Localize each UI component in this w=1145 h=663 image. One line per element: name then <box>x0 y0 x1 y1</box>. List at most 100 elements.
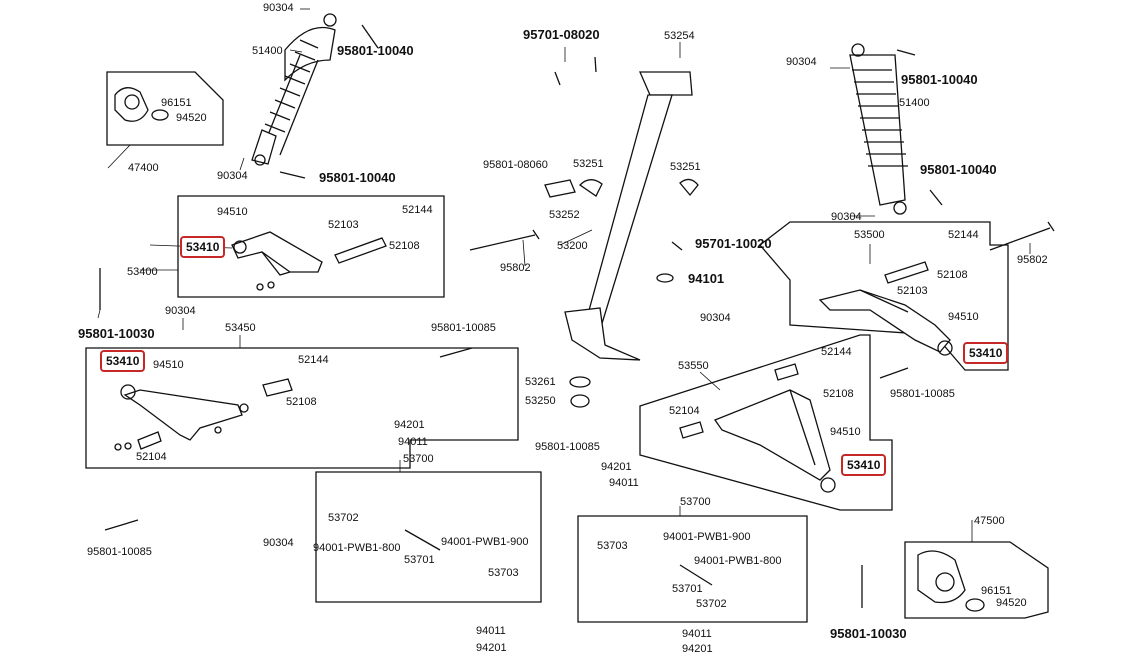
steering-column-53200 <box>564 71 693 361</box>
seal-53261 <box>569 376 591 388</box>
part-label: 51400 <box>899 97 930 109</box>
tie-rod-left <box>404 529 441 551</box>
bracket-53251-b <box>679 178 699 197</box>
part-label: 94101 <box>688 271 725 286</box>
part-label: 53702 <box>328 512 359 524</box>
part-label: 94201 <box>394 419 425 431</box>
part-label: 53254 <box>664 30 695 42</box>
frame-53700-right <box>577 515 808 623</box>
part-label: 94201 <box>476 642 507 654</box>
frame-53450 <box>85 347 519 469</box>
part-label: 96151 <box>161 97 192 109</box>
arm-53400 <box>231 231 387 291</box>
part-label: 95801-10085 <box>890 388 955 400</box>
part-label: 90304 <box>217 170 248 182</box>
frame-53500 <box>759 221 1009 371</box>
part-label: 53700 <box>403 453 434 465</box>
bolt-95801-10040-b <box>279 171 306 179</box>
part-label: 52103 <box>328 219 359 231</box>
highlighted-part-label: 53410 <box>963 342 1009 364</box>
bolt-95801-10040-a <box>361 24 379 49</box>
bolt-95801-10085-a <box>439 347 473 358</box>
arm-53550 <box>679 363 836 493</box>
frame-53400 <box>177 195 445 298</box>
frame-47500 <box>904 541 1049 619</box>
part-label: 95801-10030 <box>830 626 907 641</box>
part-label: 52144 <box>821 346 852 358</box>
part-label: 95801-10085 <box>535 441 600 453</box>
frame-53700-left <box>315 471 542 603</box>
part-label: 95801-10040 <box>319 170 396 185</box>
part-label: 53700 <box>680 496 711 508</box>
knuckle-47400 <box>114 87 169 122</box>
part-label: 95802 <box>500 262 531 274</box>
tie-rod-right <box>679 564 713 586</box>
part-label: 53251 <box>670 161 701 173</box>
part-label: 94201 <box>682 643 713 655</box>
shock-absorber-right <box>849 43 908 215</box>
part-label: 94001-PWB1-800 <box>694 555 782 567</box>
bracket-53251-a <box>578 179 603 197</box>
part-label: 90304 <box>786 56 817 68</box>
part-label: 94510 <box>217 206 248 218</box>
part-label: 90304 <box>700 312 731 324</box>
part-label: 53261 <box>525 376 556 388</box>
part-label: 53701 <box>672 583 703 595</box>
part-label: 90304 <box>165 305 196 317</box>
part-label: 53251 <box>573 158 604 170</box>
part-label: 90304 <box>263 537 294 549</box>
part-label: 95801-10040 <box>337 43 414 58</box>
part-label: 94011 <box>682 628 712 640</box>
part-label: 53550 <box>678 360 709 372</box>
part-label: 94011 <box>609 477 639 489</box>
part-label: 52144 <box>948 229 979 241</box>
part-label: 52108 <box>823 388 854 400</box>
part-label: 94520 <box>176 112 207 124</box>
part-label: 94001-PWB1-900 <box>663 531 751 543</box>
washer-94101 <box>656 273 674 283</box>
knuckle-47500 <box>917 550 985 612</box>
part-label: 94510 <box>153 359 184 371</box>
part-label: 52104 <box>136 451 167 463</box>
part-label: 95801-08060 <box>483 159 548 171</box>
part-label: 94001-PWB1-800 <box>313 542 401 554</box>
shock-absorber-left <box>251 13 337 166</box>
part-label: 95701-08020 <box>523 27 600 42</box>
part-label: 95801-10085 <box>87 546 152 558</box>
bolt-95701-08020 <box>554 56 597 86</box>
part-label: 53450 <box>225 322 256 334</box>
part-label: 53400 <box>127 266 158 278</box>
part-label: 52144 <box>402 204 433 216</box>
part-label: 53703 <box>597 540 628 552</box>
part-label: 95802 <box>1017 254 1048 266</box>
part-label: 95801-10085 <box>431 322 496 334</box>
part-label: 53701 <box>404 554 435 566</box>
part-label: 53200 <box>557 240 588 252</box>
bolt-95801-10085-b <box>879 367 909 379</box>
part-label: 47400 <box>128 162 159 174</box>
bolt-95701-10020 <box>671 241 683 251</box>
part-label: 90304 <box>831 211 862 223</box>
part-label: 53703 <box>488 567 519 579</box>
highlighted-part-label: 53410 <box>100 350 146 372</box>
part-label: 53500 <box>854 229 885 241</box>
bolt-95801-10040-d <box>929 189 943 206</box>
arm-53450 <box>114 378 293 451</box>
part-label: 52144 <box>298 354 329 366</box>
plate-53252 <box>544 179 576 198</box>
bolt-95802-right <box>989 221 1055 251</box>
part-label: 51400 <box>252 45 283 57</box>
part-label: 52108 <box>937 269 968 281</box>
part-label: 94011 <box>398 436 428 448</box>
part-label: 90304 <box>263 2 294 14</box>
part-label: 52108 <box>389 240 420 252</box>
part-label: 95801-10040 <box>920 162 997 177</box>
frame-47400 <box>106 71 224 146</box>
bolt-95802-center <box>469 229 540 251</box>
part-label: 53702 <box>696 598 727 610</box>
part-label: 52103 <box>897 285 928 297</box>
frame-53550 <box>639 334 893 511</box>
part-label: 94510 <box>830 426 861 438</box>
